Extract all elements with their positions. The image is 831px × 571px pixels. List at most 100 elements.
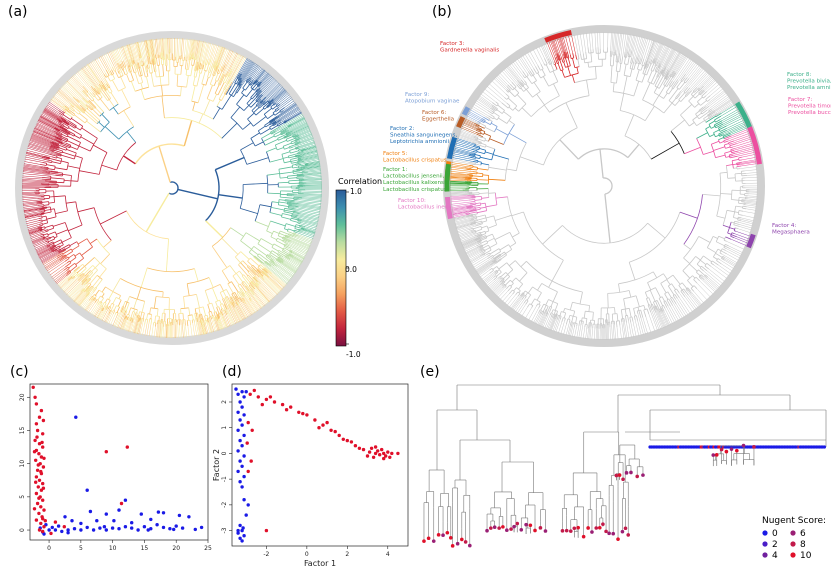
tree-branch — [575, 54, 578, 60]
tree-arc — [287, 228, 289, 232]
tree-branch — [719, 133, 723, 136]
tree-branch — [256, 81, 261, 86]
tree-arc — [624, 63, 628, 65]
tree-leaf — [703, 270, 722, 287]
tree-branch — [284, 134, 292, 139]
tree-branch — [726, 209, 735, 213]
data-point — [384, 454, 388, 458]
tree-leaf — [664, 308, 673, 325]
tree-branch — [485, 204, 497, 208]
tree-leaf — [66, 81, 83, 98]
tree-branch — [729, 155, 738, 159]
tree-leaf — [268, 87, 284, 101]
tree-branch — [520, 293, 524, 298]
tree-branch — [474, 138, 478, 141]
tree-leaf — [249, 292, 262, 309]
tree-branch — [616, 313, 619, 321]
tree-leaf — [558, 38, 564, 55]
tree-leaf — [451, 167, 467, 170]
tree-arc — [45, 216, 49, 224]
tree-branch — [145, 192, 170, 233]
tree-arc — [670, 130, 685, 154]
tree-branch — [494, 270, 498, 274]
tree-branch — [487, 224, 497, 229]
tree-branch — [66, 270, 71, 275]
tree-leaf — [451, 165, 465, 168]
tree-arc — [186, 74, 191, 77]
data-point — [236, 410, 240, 414]
tree-leaf — [207, 322, 212, 333]
tree-leaf — [37, 248, 51, 256]
tree-branch — [520, 79, 526, 85]
tree-leaf — [37, 246, 54, 255]
tree-branch — [38, 215, 42, 217]
data-point — [37, 478, 42, 482]
tree-branch — [204, 59, 207, 65]
tree-arc — [696, 255, 704, 265]
tree-leaf — [619, 32, 623, 54]
tree-branch — [293, 232, 297, 235]
tree-branch — [586, 324, 588, 330]
tree-leaf — [737, 228, 751, 234]
tree-leaf — [114, 312, 122, 327]
tree-branch — [288, 253, 294, 257]
factor-annotation-line: Lactobacillus jensenii, — [383, 174, 445, 180]
tree-leaf — [27, 146, 57, 156]
tree-branch — [616, 71, 619, 84]
tree-branch — [125, 316, 128, 320]
tree-branch — [131, 60, 134, 65]
tree-branch — [611, 313, 614, 322]
tree-branch — [88, 100, 97, 108]
tree-leaf — [192, 39, 196, 56]
tree-branch — [255, 88, 259, 92]
tree-leaf — [275, 92, 288, 103]
tree-branch — [140, 318, 142, 323]
tree-branch — [161, 313, 163, 320]
tree-leaf — [56, 275, 67, 285]
tree-branch — [228, 83, 236, 95]
tree-leaf — [719, 103, 735, 114]
tree-branch — [691, 91, 695, 95]
y-tick-label: 2 — [221, 400, 228, 404]
tree-branch — [510, 84, 515, 89]
tree-leaf — [115, 49, 122, 64]
tree-branch — [615, 61, 618, 72]
tree-leaf — [258, 285, 272, 301]
tree-branch — [263, 100, 269, 106]
tree-branch — [472, 221, 476, 224]
tree-arc — [284, 223, 287, 229]
tree-branch — [224, 83, 229, 90]
tree-leaf — [286, 238, 310, 249]
tree-leaf — [726, 118, 743, 127]
tree-leaf — [703, 79, 716, 90]
tree-branch — [207, 72, 210, 78]
tree-leaf — [666, 307, 675, 323]
tree-leaf — [662, 48, 674, 70]
tree-branch — [94, 85, 101, 94]
tree-branch — [289, 146, 294, 149]
data-point — [39, 505, 43, 509]
tree-branch — [638, 58, 641, 64]
tree-branch — [128, 307, 132, 315]
tree-branch — [473, 135, 479, 138]
tree-branch — [733, 222, 740, 225]
tree-branch — [696, 271, 701, 277]
tree-branch — [259, 104, 264, 109]
x-tick-label: 25 — [204, 545, 212, 552]
tree-leaf — [479, 95, 493, 106]
tree-leaf — [559, 38, 564, 52]
tree-leaf — [255, 275, 276, 297]
tree-branch — [88, 287, 94, 294]
tree-branch — [699, 267, 704, 272]
tree-branch — [82, 289, 86, 293]
tree-branch — [707, 109, 715, 116]
tree-leaf — [46, 105, 69, 121]
tree-branch — [219, 304, 223, 309]
tree-leaf — [747, 195, 758, 197]
tree-leaf — [303, 147, 317, 152]
tree-branch — [519, 81, 524, 87]
tree-branch — [271, 246, 279, 252]
tree-branch — [698, 89, 703, 94]
tree-branch — [565, 102, 578, 128]
tree-leaf — [463, 241, 478, 249]
